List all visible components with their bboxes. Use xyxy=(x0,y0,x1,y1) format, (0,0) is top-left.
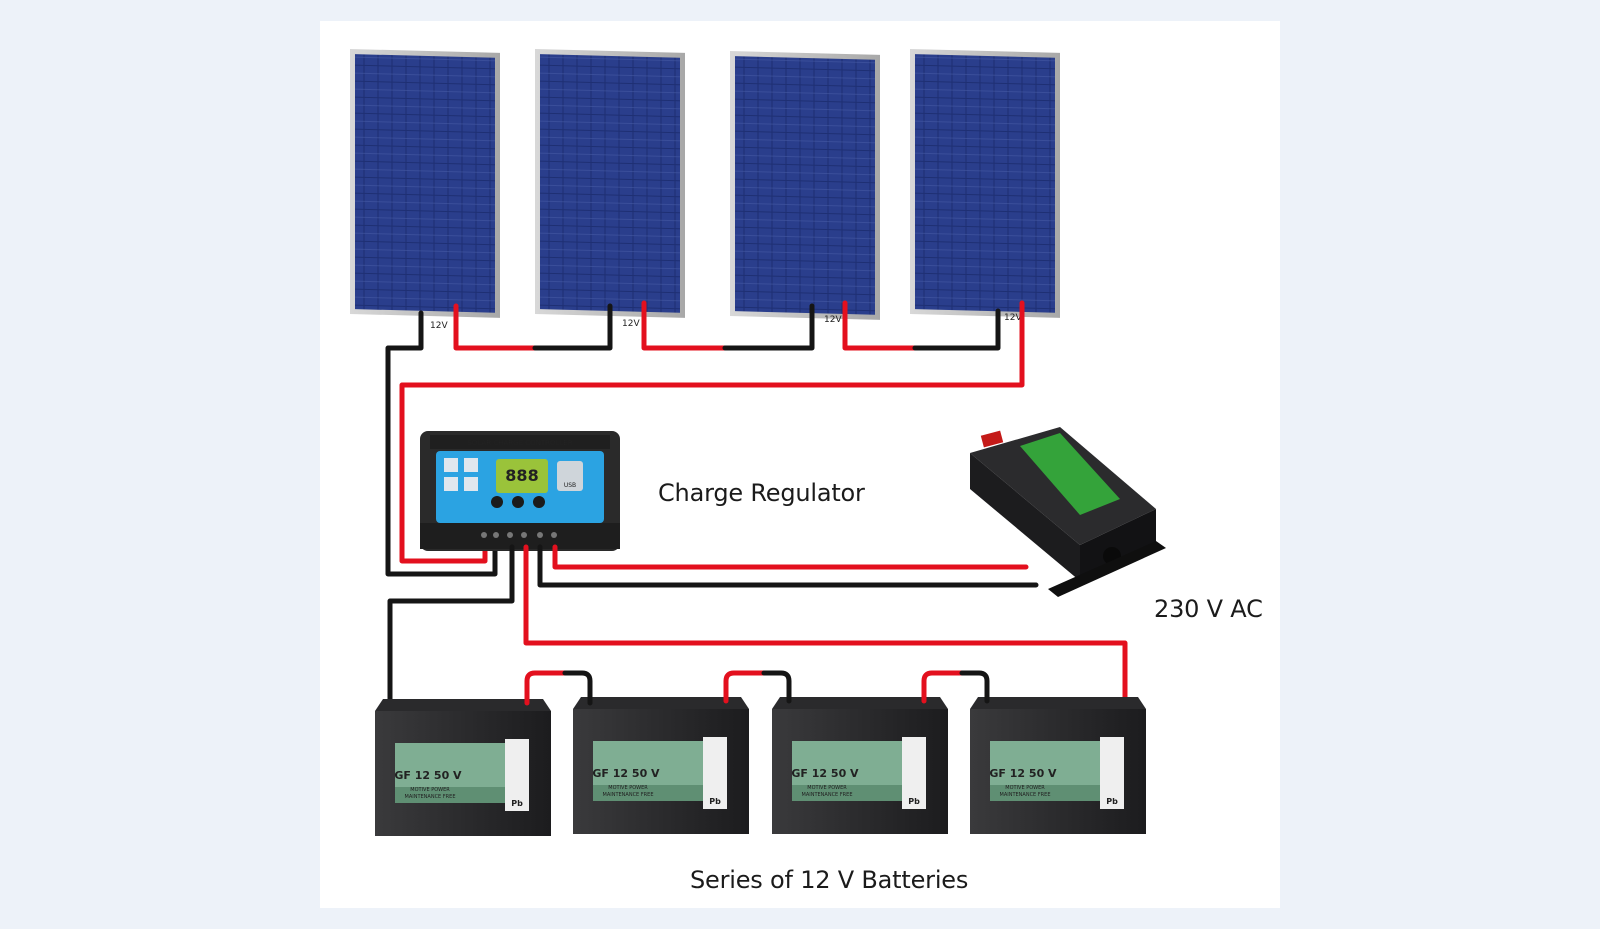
charge-controller: SOLAR CHARGE CONTROLLER 888 USB xyxy=(420,431,620,551)
battery-series-wiring xyxy=(524,670,990,706)
battery-2 xyxy=(573,697,749,834)
charge-regulator-label: Charge Regulator xyxy=(658,479,865,507)
battery-4 xyxy=(970,697,1146,834)
battery-1-line2: MAINTENANCE FREE xyxy=(405,794,456,800)
battery-4-line1: MOTIVE POWER xyxy=(1005,785,1045,791)
solar-panel-3 xyxy=(730,51,880,320)
battery-2-model: GF 12 50 V xyxy=(592,767,660,780)
solar-panel-4 xyxy=(910,49,1060,318)
panel-2-voltage: 12V xyxy=(622,319,640,329)
battery-1-chem: Pb xyxy=(511,799,523,808)
solar-panel-2 xyxy=(535,49,685,318)
controller-button-menu[interactable] xyxy=(491,496,503,508)
controller-button-down[interactable] xyxy=(533,496,545,508)
solar-panel-1 xyxy=(350,49,500,318)
controller-button-up[interactable] xyxy=(512,496,524,508)
inverter-output-label: 230 V AC xyxy=(1154,595,1263,623)
battery-2-line2: MAINTENANCE FREE xyxy=(603,792,654,798)
battery-4-line2: MAINTENANCE FREE xyxy=(1000,792,1051,798)
battery-4-model: GF 12 50 V xyxy=(989,767,1057,780)
battery-1-model: GF 12 50 V xyxy=(394,769,462,782)
battery-4-chem: Pb xyxy=(1106,797,1118,806)
battery-3-chem: Pb xyxy=(908,797,920,806)
battery-2-chem: Pb xyxy=(709,797,721,806)
battery-1-line1: MOTIVE POWER xyxy=(410,787,450,793)
solar-system-diagram: 12V 12V 12V 12V SOLAR CHARGE CONTROLLER … xyxy=(350,49,1166,836)
batteries-caption: Series of 12 V Batteries xyxy=(690,866,969,894)
panel-3-voltage: 12V xyxy=(824,315,842,325)
controller-header: SOLAR CHARGE CONTROLLER xyxy=(467,439,572,447)
battery-3-line2: MAINTENANCE FREE xyxy=(802,792,853,798)
battery-icon xyxy=(444,477,458,491)
battery-3 xyxy=(772,697,948,834)
panel-4-voltage: 12V xyxy=(1004,313,1022,323)
panel-1-voltage: 12V xyxy=(430,321,448,331)
battery-2-line1: MOTIVE POWER xyxy=(608,785,648,791)
load-icon xyxy=(464,477,478,491)
battery-3-line1: MOTIVE POWER xyxy=(807,785,847,791)
controller-load-wiring xyxy=(537,544,1039,588)
battery-1 xyxy=(375,699,551,836)
controller-display: 888 xyxy=(505,466,538,485)
diagram-card: 12V 12V 12V 12V SOLAR CHARGE CONTROLLER … xyxy=(320,21,1280,908)
pv-icon xyxy=(444,458,458,472)
panel-series-wiring xyxy=(385,300,1025,577)
controller-battery-wiring xyxy=(387,544,1128,704)
power-inverter xyxy=(970,427,1166,597)
battery-3-model: GF 12 50 V xyxy=(791,767,859,780)
usb-label: USB xyxy=(564,482,576,489)
settings-icon xyxy=(464,458,478,472)
